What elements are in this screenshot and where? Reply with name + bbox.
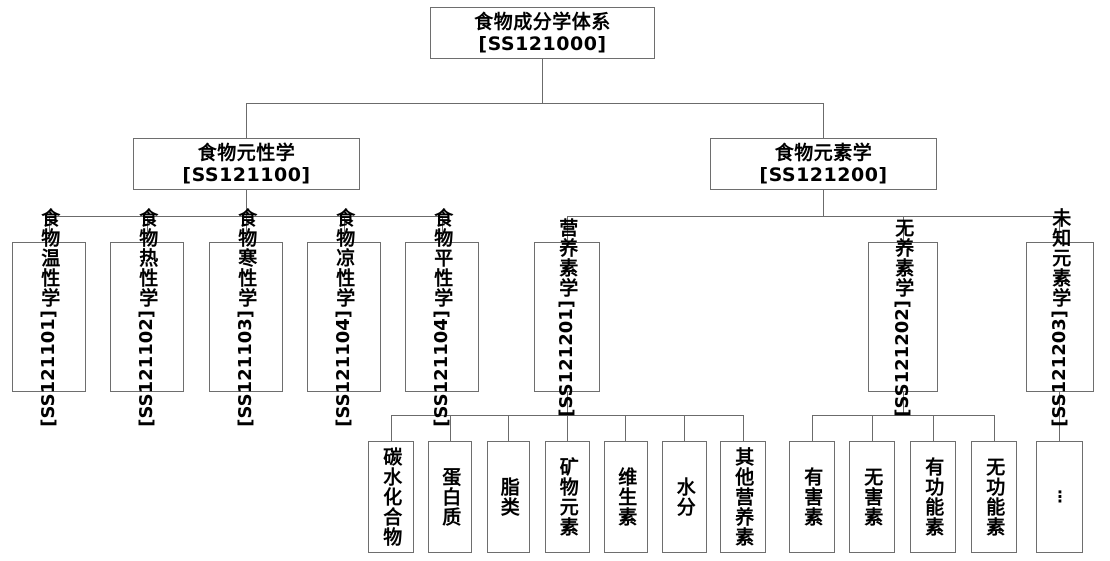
node-code: [SS121104]	[431, 309, 453, 427]
connector-nonnutrient-leaf-1	[812, 415, 813, 441]
connector-left-bus	[49, 216, 442, 217]
node-label: 食物元素学	[774, 141, 873, 164]
connector-root-to-right	[823, 103, 824, 138]
leaf-mineral-elements[interactable]: 矿物元素	[545, 441, 590, 553]
node-label: 食物凉性学	[333, 207, 356, 308]
node-food-hot-nature[interactable]: 食物热性学 [SS121102]	[110, 208, 184, 426]
connector-root-to-left	[246, 103, 247, 138]
node-code: [SS121103]	[235, 309, 257, 427]
connector-nonnutrient-leaf-3	[933, 415, 934, 441]
connector-root-bus	[246, 103, 824, 104]
node-food-cold-nature[interactable]: 食物寒性学 [SS121103]	[209, 208, 283, 426]
connector-right-stem	[823, 190, 824, 216]
node-food-neutral-nature[interactable]: 食物平性学 [SS121104]	[405, 208, 479, 426]
node-code: [SS121100]	[182, 164, 311, 186]
node-unknown-element-science[interactable]: 未知元素学 [SS121203]	[1026, 208, 1094, 426]
leaf-other-nutrients[interactable]: 其他营养素	[720, 441, 766, 553]
leaf-protein[interactable]: 蛋白质	[428, 441, 472, 553]
vertical-ellipsis-icon: ⋮	[1050, 486, 1070, 508]
node-code: [SS121101]	[38, 309, 60, 427]
connector-nutrient-leaf-2	[450, 415, 451, 441]
connector-unknown-leaf	[1059, 392, 1060, 441]
node-code: [SS121201]	[556, 299, 578, 417]
node-food-element-science[interactable]: 食物元素学 [SS121200]	[710, 138, 937, 190]
node-label: 未知元素学	[1049, 207, 1072, 308]
leaf-harmful-element[interactable]: 有害素	[789, 441, 835, 553]
connector-root-stem	[542, 59, 543, 103]
node-label: 食物热性学	[136, 207, 159, 308]
connector-nutrient-leaf-7	[743, 415, 744, 441]
connector-left-child-5	[442, 216, 443, 242]
connector-nutrient-leaf-3	[508, 415, 509, 441]
connector-nutrient-leaf-4	[567, 415, 568, 441]
node-nutrient-science[interactable]: 营养素学 [SS121201]	[534, 218, 600, 416]
connector-left-child-4	[344, 216, 345, 242]
connector-nonnutrient-stem	[903, 392, 904, 415]
node-label: 营养素学	[556, 217, 579, 298]
node-code: [SS121203]	[1049, 309, 1071, 427]
node-non-nutrient-science[interactable]: 无养素学 [SS121202]	[868, 218, 938, 416]
connector-left-child-3	[246, 216, 247, 242]
node-label: 无养素学	[892, 217, 915, 298]
connector-nutrient-leaf-6	[684, 415, 685, 441]
connector-nonnutrient-leaf-2	[872, 415, 873, 441]
leaf-vitamins[interactable]: 维生素	[604, 441, 648, 553]
node-label: 食物平性学	[431, 207, 454, 308]
connector-right-child-3	[1059, 216, 1060, 242]
connector-right-bus	[567, 216, 1059, 217]
leaf-non-functional-element[interactable]: 无功能素	[971, 441, 1017, 553]
connector-right-child-1	[567, 216, 568, 242]
node-root-code: [SS121000]	[478, 33, 607, 55]
node-food-nature-science[interactable]: 食物元性学 [SS121100]	[133, 138, 360, 190]
node-label: 食物温性学	[38, 207, 61, 308]
node-label: 食物元性学	[197, 141, 296, 164]
leaf-harmless-element[interactable]: 无害素	[849, 441, 895, 553]
leaf-functional-element[interactable]: 有功能素	[910, 441, 956, 553]
node-food-cool-nature[interactable]: 食物凉性学 [SS121104]	[307, 208, 381, 426]
connector-left-child-2	[147, 216, 148, 242]
connector-nonnutrient-leaf-4	[994, 415, 995, 441]
connector-left-stem	[246, 190, 247, 216]
connector-nutrient-stem	[567, 392, 568, 415]
connector-right-child-2	[903, 216, 904, 242]
leaf-lipids[interactable]: 脂类	[487, 441, 530, 553]
node-root[interactable]: 食物成分学体系 [SS121000]	[430, 7, 655, 59]
node-code: [SS121200]	[759, 164, 888, 186]
connector-nutrient-leaf-1	[391, 415, 392, 441]
node-code: [SS121102]	[136, 309, 158, 427]
node-label: 食物寒性学	[235, 207, 258, 308]
node-code: [SS121104]	[333, 309, 355, 427]
leaf-unknown-ellipsis[interactable]: ⋮	[1036, 441, 1083, 553]
node-food-warm-nature[interactable]: 食物温性学 [SS121101]	[12, 208, 86, 426]
node-root-label: 食物成分学体系	[474, 10, 611, 33]
connector-left-child-1	[49, 216, 50, 242]
connector-nutrient-leaf-5	[625, 415, 626, 441]
connector-nonnutrient-bus	[812, 415, 994, 416]
leaf-carbohydrate[interactable]: 碳水化合物	[368, 441, 414, 553]
node-code: [SS121202]	[892, 299, 914, 417]
leaf-water[interactable]: 水分	[662, 441, 707, 553]
